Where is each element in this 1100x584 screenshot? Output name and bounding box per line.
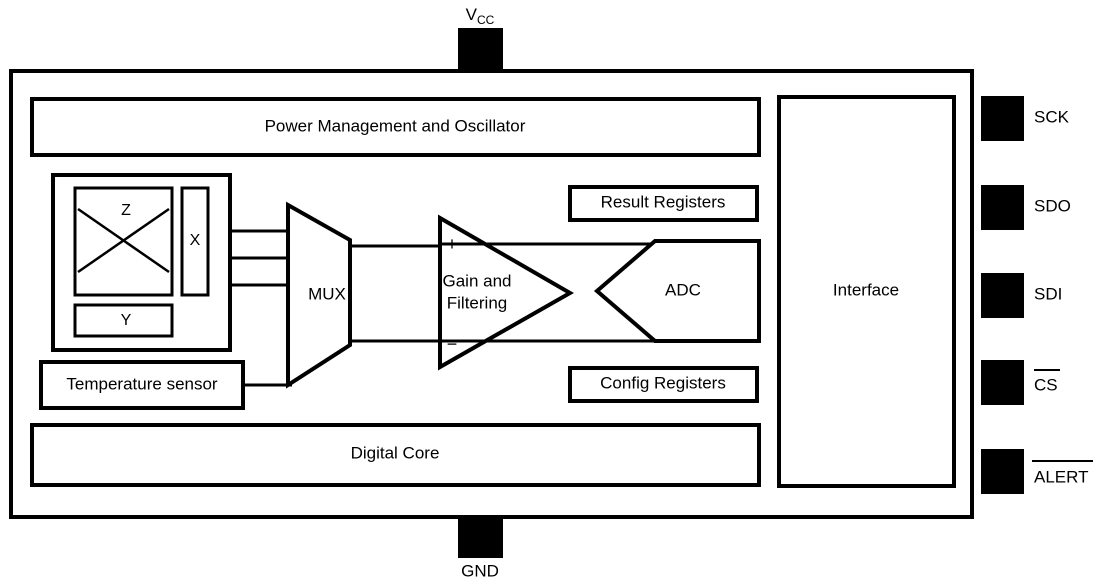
- block-amplifier-label-line1: Gain and: [443, 271, 512, 290]
- pad-alert[interactable]: [981, 449, 1024, 494]
- block-result-registers[interactable]: [568, 185, 759, 222]
- block-digital-core[interactable]: [30, 423, 761, 487]
- block-temperature-sensor-label: Temperature sensor: [66, 374, 218, 393]
- sensor-z-diagonal-2: [77, 207, 170, 274]
- pin-label-alert: ALERT: [1034, 467, 1089, 486]
- block-config-registers-label: Config Registers: [600, 373, 726, 392]
- block-result-registers-label: Result Registers: [601, 192, 726, 211]
- block-amplifier-label-line2: Filtering: [447, 293, 507, 312]
- block-adc[interactable]: [593, 239, 761, 343]
- block-digital-core-label: Digital Core: [351, 443, 440, 462]
- pad-sdo[interactable]: [981, 185, 1024, 230]
- block-power-management-label: Power Management and Oscillator: [265, 116, 526, 135]
- pin-label-sck: SCK: [1034, 107, 1070, 126]
- pad-sck[interactable]: [981, 96, 1024, 141]
- gnd-pad[interactable]: [458, 514, 503, 558]
- block-adc-label: ADC: [665, 280, 701, 299]
- vcc-label: VCC: [466, 5, 495, 27]
- sensor-axis-x-cell[interactable]: [180, 186, 210, 297]
- pin-label-cs: CS: [1034, 375, 1058, 394]
- block-power-management[interactable]: [30, 97, 761, 157]
- block-interface-label: Interface: [833, 280, 899, 299]
- sensor-axis-z-label: Z: [121, 202, 131, 219]
- block-config-registers[interactable]: [568, 366, 759, 403]
- gnd-label: GND: [461, 561, 499, 580]
- block-interface[interactable]: [777, 95, 956, 488]
- block-mux-label: MUX: [308, 284, 346, 303]
- pin-label-sdo: SDO: [1034, 196, 1071, 215]
- pin-label-sdi: SDI: [1034, 284, 1062, 303]
- block-amplifier[interactable]: [438, 214, 575, 371]
- amplifier-minus-sign: −: [447, 334, 458, 354]
- sensor-axis-x-label: X: [190, 232, 201, 249]
- vcc-pad[interactable]: [458, 28, 503, 73]
- block-mux[interactable]: [286, 201, 352, 389]
- pad-cs[interactable]: [981, 360, 1024, 405]
- sensor-axis-y-cell[interactable]: [73, 303, 174, 338]
- sensor-axis-y-label: Y: [121, 312, 132, 329]
- pad-sdi[interactable]: [981, 273, 1024, 318]
